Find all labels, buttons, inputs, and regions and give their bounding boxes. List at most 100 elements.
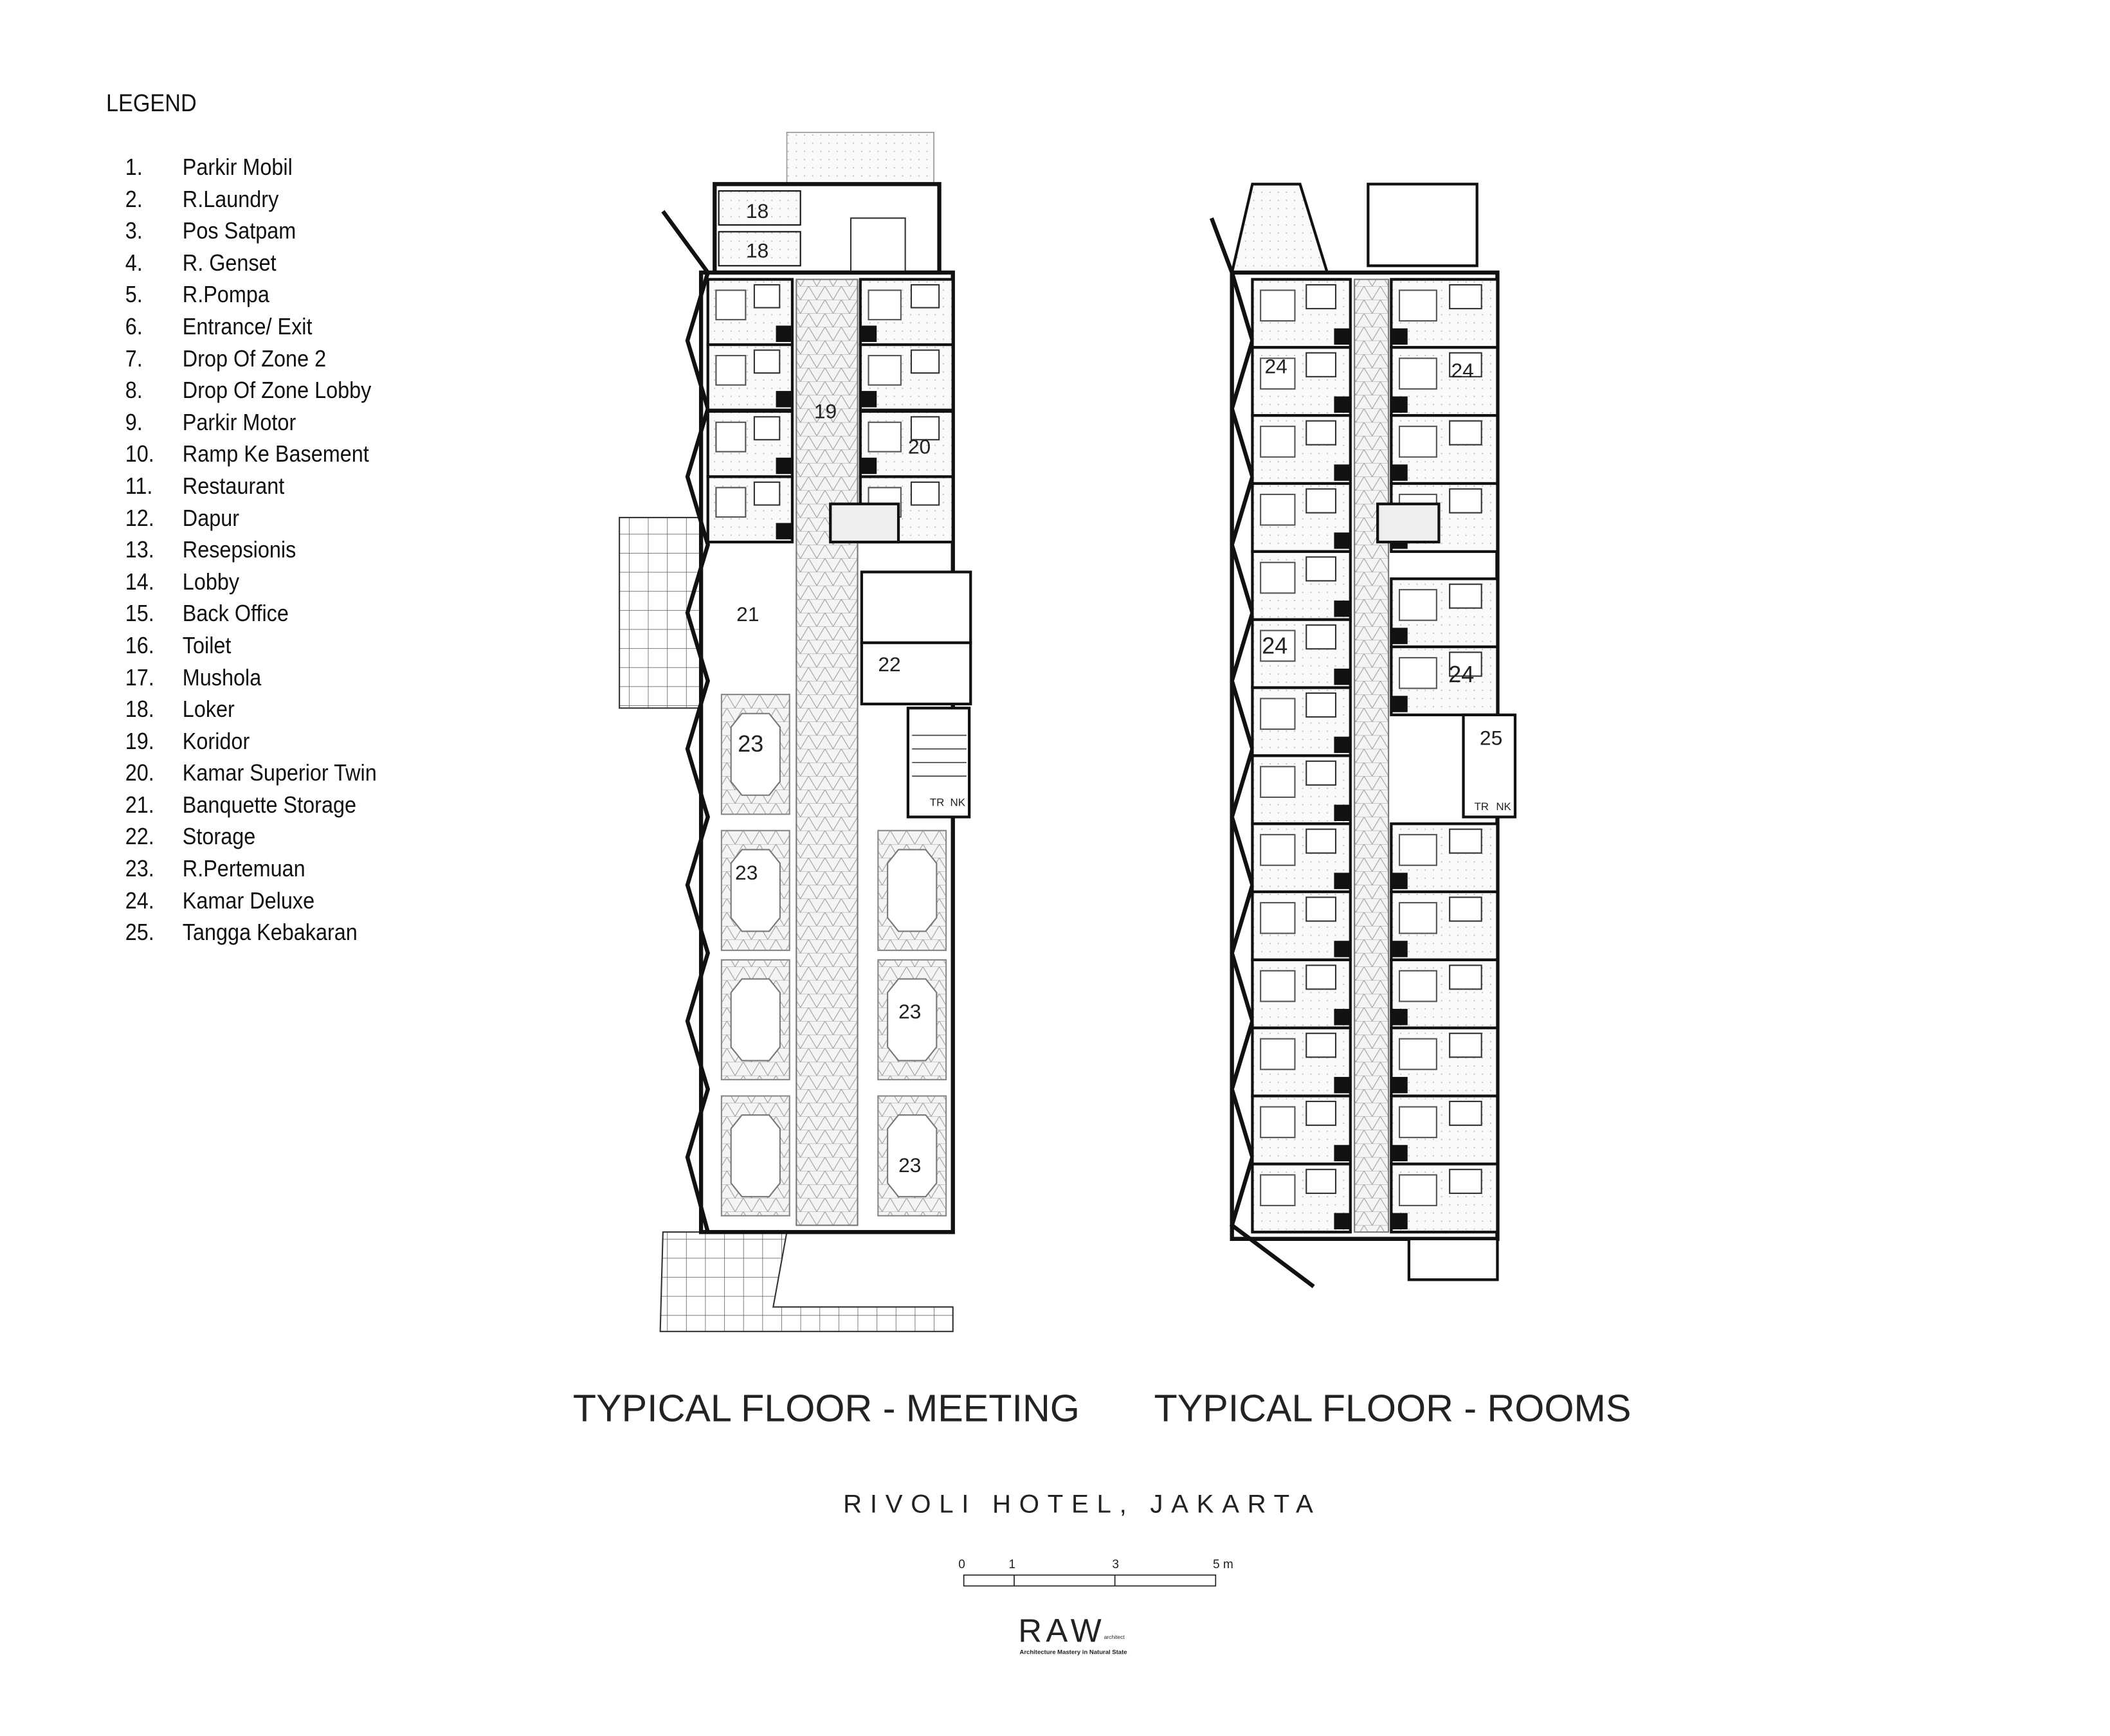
legend-item: 3.Pos Satpam — [106, 215, 377, 247]
legend-item-number: 14. — [125, 568, 154, 595]
bed — [1260, 970, 1296, 1002]
legend-item-label: Lobby — [182, 568, 240, 595]
bed — [1260, 698, 1296, 730]
bathroom — [1305, 420, 1337, 446]
bathroom — [1305, 624, 1337, 650]
column — [1334, 941, 1351, 957]
scale-tick-label: 3 — [1112, 1558, 1119, 1571]
legend-item-number: 6. — [125, 312, 143, 339]
column — [1391, 1144, 1408, 1162]
scale-tick-label: 0 — [958, 1558, 965, 1571]
column — [1334, 532, 1351, 549]
column — [860, 457, 877, 475]
legend-item-number: 23. — [125, 855, 154, 882]
bed — [1260, 629, 1296, 662]
room-label: 25 — [1480, 726, 1502, 749]
bed — [868, 421, 902, 453]
column — [1334, 873, 1351, 889]
service-block — [1367, 183, 1478, 267]
meeting-room-labels: 18 18 19 20 21 22 23 23 23 23 — [735, 199, 931, 1177]
locker-room — [718, 190, 801, 226]
bathroom — [753, 349, 781, 374]
bed — [1398, 656, 1437, 689]
bed — [1398, 834, 1437, 866]
legend-item: 17.Mushola — [106, 662, 377, 694]
bathroom — [1449, 896, 1482, 922]
bathroom — [910, 284, 940, 309]
legend-item-number: 24. — [125, 887, 154, 914]
column — [1391, 396, 1408, 413]
legend-item-number: 4. — [125, 249, 143, 276]
meeting-table — [887, 849, 938, 932]
legend-item: 1.Parkir Mobil — [106, 151, 377, 183]
bottom-balcony — [1407, 1237, 1499, 1281]
bed — [1398, 589, 1437, 621]
bathroom — [1305, 352, 1337, 377]
corridor — [796, 278, 859, 1226]
column — [1391, 328, 1408, 345]
bed — [1260, 901, 1296, 934]
column — [1391, 464, 1408, 481]
bathroom — [1305, 692, 1337, 718]
meeting-table — [730, 849, 781, 932]
legend-item-label: R. Genset — [182, 249, 277, 276]
legend-item-label: Drop Of Zone 2 — [182, 345, 327, 372]
legend-item: 2.R.Laundry — [106, 183, 377, 215]
rooms-room-labels: 24 24 24 24 25 — [1262, 355, 1502, 750]
legend-item: 9.Parkir Motor — [106, 406, 377, 439]
bathroom — [1305, 1168, 1337, 1194]
glass-canopy-bottom — [659, 1231, 954, 1332]
column — [776, 325, 792, 342]
bathroom — [1305, 896, 1337, 922]
bathroom — [1305, 556, 1337, 582]
column — [1391, 1213, 1408, 1230]
bed — [1260, 289, 1296, 322]
logo-mark: architect — [1104, 1634, 1125, 1640]
room-label: 24 — [1451, 359, 1473, 382]
legend-item-label: Parkir Motor — [182, 408, 296, 435]
bed — [1260, 1106, 1296, 1139]
bathroom — [910, 416, 940, 440]
column — [1391, 628, 1408, 644]
legend-item-label: Ramp Ke Basement — [182, 440, 369, 467]
legend-item: 24.Kamar Deluxe — [106, 885, 377, 917]
column — [1334, 464, 1351, 481]
legend-item: 12.Dapur — [106, 502, 377, 534]
legend-item-label: R.Pompa — [182, 281, 269, 308]
legend-item: 14. Lobby — [106, 566, 377, 598]
room-label: 23 — [738, 730, 763, 757]
bed — [1260, 1174, 1296, 1207]
column — [1334, 1213, 1351, 1230]
legend-item: 21.Banquette Storage — [106, 789, 377, 821]
legend-item: 5.R.Pompa — [106, 278, 377, 311]
column — [1391, 696, 1408, 712]
legend-item-number: 16. — [125, 631, 154, 658]
room-label: 24 — [1262, 633, 1287, 659]
bathroom — [1449, 420, 1482, 446]
canopy-top — [786, 132, 934, 185]
legend-item: 6.Entrance/ Exit — [106, 311, 377, 343]
legend-item: 20.Kamar Superior Twin — [106, 757, 377, 789]
column — [1334, 804, 1351, 821]
bed — [868, 289, 902, 321]
column — [860, 325, 877, 342]
bathroom — [1449, 284, 1482, 310]
meeting-table — [730, 978, 781, 1062]
plan-typical-floor-meeting: TR NK 18 18 19 20 21 22 23 23 23 23 — [619, 132, 972, 1332]
column — [1334, 736, 1351, 754]
column — [1334, 668, 1351, 685]
legend-item: 25.Tangga Kebakaran — [106, 916, 377, 948]
column — [776, 457, 792, 475]
logo-text: RAW — [1018, 1612, 1105, 1649]
bed — [1398, 1038, 1437, 1071]
corridor — [1354, 278, 1390, 1233]
legend-item: 11.Restaurant — [106, 470, 377, 502]
facade-corner-top — [1230, 183, 1329, 275]
bed — [1260, 493, 1296, 526]
room-label: 21 — [736, 602, 759, 626]
legend-item-label: Koridor — [182, 727, 250, 754]
room-label: 23 — [735, 861, 758, 884]
bed — [1398, 1106, 1437, 1139]
